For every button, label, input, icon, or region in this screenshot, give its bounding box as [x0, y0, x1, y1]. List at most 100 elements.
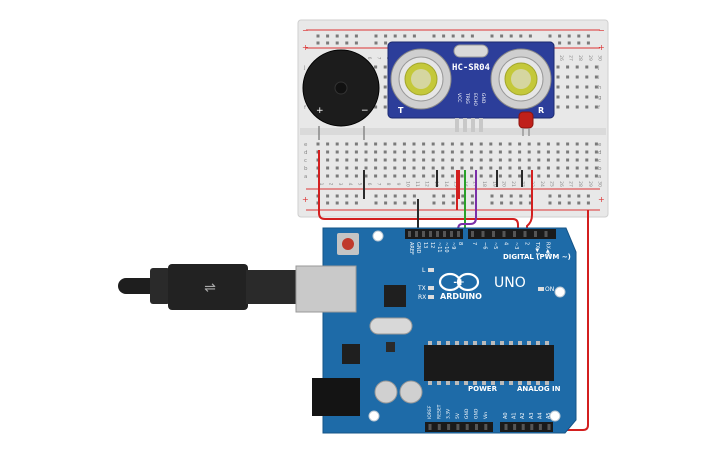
breadboard-hole — [479, 158, 483, 162]
breadboard-hole — [519, 194, 523, 198]
receiver-transducer — [490, 48, 552, 110]
breadboard-hole — [470, 34, 474, 38]
row-letter: e — [304, 142, 308, 148]
breadboard-hole — [374, 174, 378, 178]
breadboard-hole — [498, 166, 502, 170]
breadboard-hole — [575, 105, 579, 109]
breadboard-hole — [537, 142, 541, 146]
breadboard-hole — [402, 174, 406, 178]
header-socket — [447, 424, 451, 430]
breadboard-hole — [594, 95, 598, 99]
breadboard-hole — [345, 34, 349, 38]
breadboard-hole — [537, 166, 541, 170]
breadboard-hole — [354, 34, 358, 38]
breadboard-hole — [479, 142, 483, 146]
breadboard-hole — [585, 142, 589, 146]
breadboard-hole — [575, 142, 579, 146]
breadboard-hole — [585, 150, 589, 154]
breadboard-hole — [518, 150, 522, 154]
breadboard-hole — [546, 150, 550, 154]
breadboard-hole — [508, 166, 512, 170]
microcontroller-chip — [424, 345, 554, 381]
breadboard-hole — [594, 85, 598, 89]
breadboard-hole — [441, 166, 445, 170]
breadboard-hole — [393, 150, 397, 154]
breadboard-hole — [374, 166, 378, 170]
breadboard-hole — [575, 95, 579, 99]
breadboard-hole — [509, 201, 513, 205]
power-pin-label: GND — [474, 408, 480, 419]
breadboard-hole — [383, 95, 387, 99]
breadboard-hole — [546, 158, 550, 162]
header-socket — [443, 231, 446, 237]
breadboard-hole — [575, 85, 579, 89]
breadboard-hole — [567, 34, 571, 38]
rail-plus-label-bottom: + — [302, 195, 309, 204]
breadboard-hole — [345, 158, 349, 162]
breadboard-hole — [364, 142, 368, 146]
breadboard-hole — [558, 194, 562, 198]
sensor-r-mark: R — [538, 106, 544, 115]
breadboard-hole — [460, 150, 464, 154]
breadboard-hole — [403, 34, 407, 38]
breadboard-hole — [575, 65, 579, 69]
breadboard-hole — [575, 75, 579, 79]
breadboard-hole — [345, 201, 349, 205]
breadboard-hole — [548, 34, 552, 38]
breadboard-hole — [345, 174, 349, 178]
breadboard-hole — [527, 158, 531, 162]
power-pin-label: 3.3V — [446, 408, 452, 419]
breadboard-hole — [403, 201, 407, 205]
breadboard-hole — [558, 41, 562, 45]
breadboard-hole — [326, 201, 330, 205]
breadboard-hole — [479, 166, 483, 170]
breadboard-hole — [566, 85, 570, 89]
breadboard-hole — [402, 142, 406, 146]
breadboard-hole — [566, 75, 570, 79]
breadboard-hole — [432, 201, 436, 205]
breadboard-hole — [393, 194, 397, 198]
column-number: 25 — [548, 181, 554, 187]
breadboard-hole — [383, 142, 387, 146]
row-letter: b — [304, 166, 308, 172]
breadboard-hole — [508, 142, 512, 146]
breadboard-hole — [594, 142, 598, 146]
breadboard-hole — [374, 105, 378, 109]
breadboard-hole — [575, 166, 579, 170]
breadboard-hole — [383, 105, 387, 109]
digital-pin-label: RX◀0 — [545, 242, 551, 256]
digital-pin-label: ~6 — [482, 242, 488, 249]
breadboard-hole — [566, 174, 570, 178]
breadboard-hole — [335, 34, 339, 38]
breadboard-hole — [577, 201, 581, 205]
row-letter: d — [598, 150, 602, 156]
digital-pin-label: 8 — [457, 242, 463, 245]
digital-pin-label: TX▶1 — [534, 241, 540, 256]
digital-pin-label: GND — [415, 242, 421, 254]
sensor-pin-echo — [471, 118, 475, 132]
breadboard-hole — [393, 34, 397, 38]
header-socket — [534, 231, 537, 237]
breadboard-hole — [345, 41, 349, 45]
header-socket — [530, 424, 534, 430]
breadboard-hole — [442, 34, 446, 38]
column-number: 10 — [404, 181, 410, 187]
breadboard-hole — [383, 75, 387, 79]
breadboard-hole — [450, 174, 454, 178]
breadboard-hole — [364, 174, 368, 178]
breadboard-hole — [412, 150, 416, 154]
piezo-buzzer: + − — [302, 49, 380, 140]
digital-pin-label: 2 — [524, 242, 530, 245]
breadboard-hole — [489, 150, 493, 154]
row-letter: c — [304, 158, 307, 164]
breadboard-hole — [393, 158, 397, 162]
breadboard-hole — [441, 142, 445, 146]
breadboard-hole — [577, 41, 581, 45]
breadboard-hole — [422, 174, 426, 178]
breadboard-hole — [566, 105, 570, 109]
breadboard-hole — [461, 201, 465, 205]
breadboard-hole — [528, 34, 532, 38]
power-pin-label: RESET — [436, 404, 442, 419]
